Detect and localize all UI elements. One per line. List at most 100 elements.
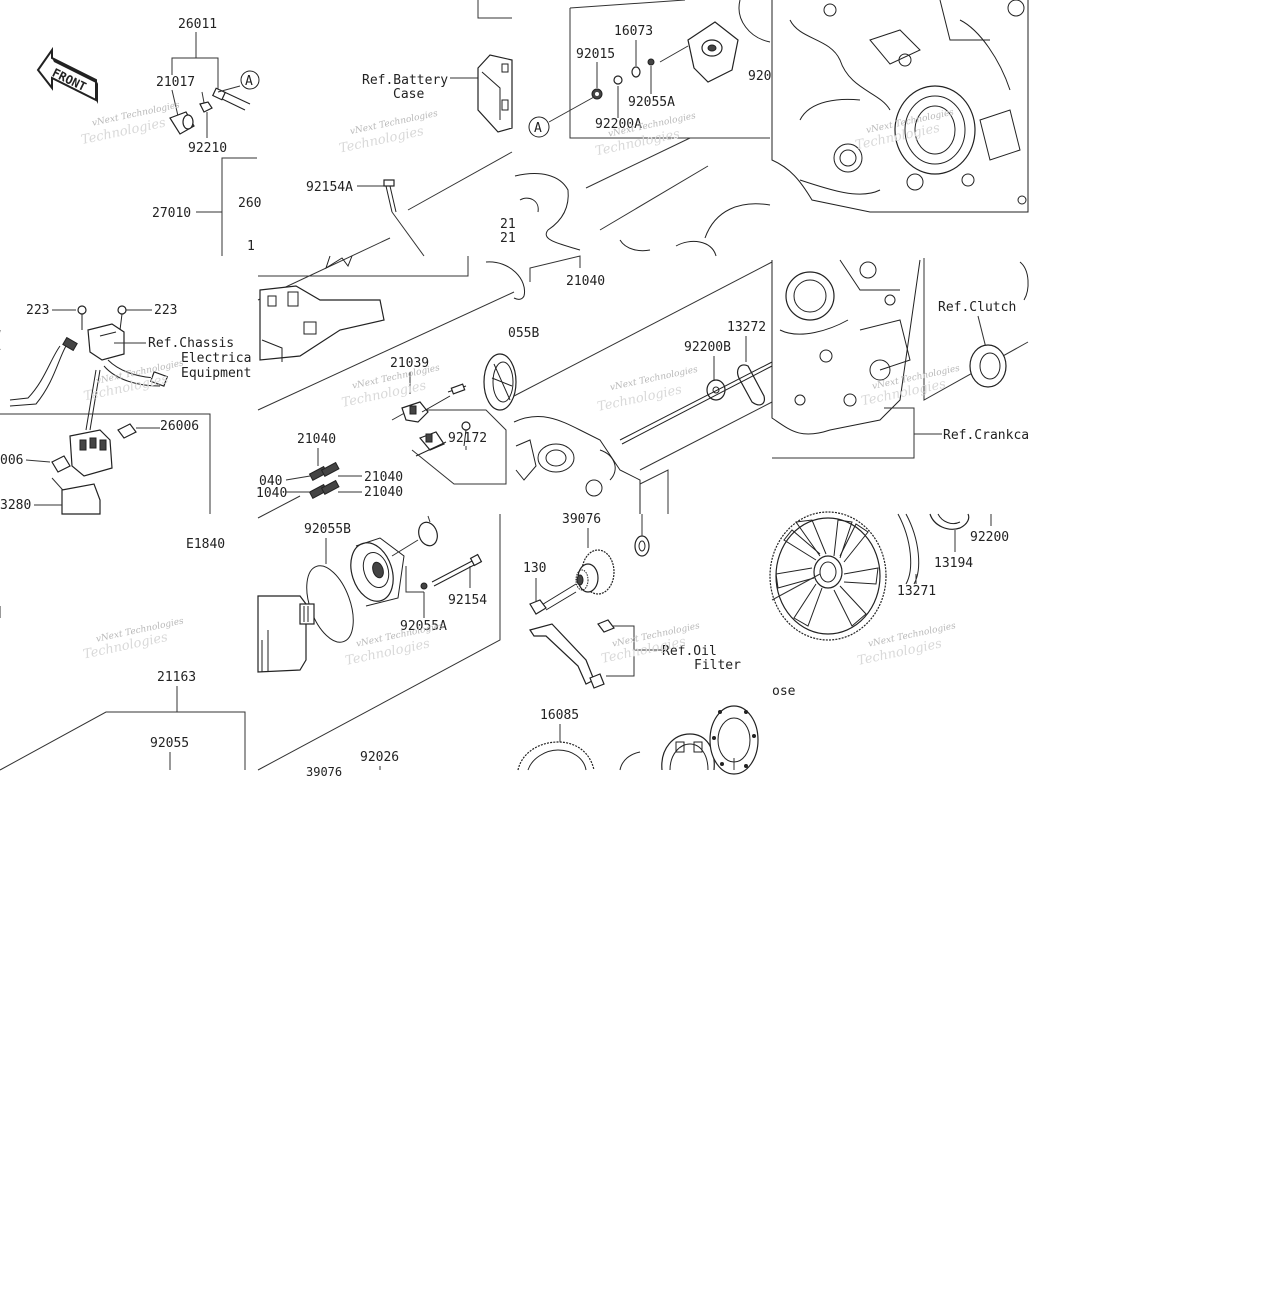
- callout-a-left-letter: A: [245, 74, 253, 89]
- ref-battery-line1: Ref.Battery: [362, 73, 448, 88]
- label-ose: ose: [772, 684, 796, 699]
- label-3280: 3280: [0, 498, 31, 513]
- ref-chassis-line1: Ref.Chassis: [148, 336, 234, 351]
- group-21163: E1840 21163 92055: [0, 537, 246, 771]
- label-92026: 92026: [360, 750, 399, 765]
- fuse-box: [69, 429, 113, 477]
- label-21163: 21163: [157, 670, 196, 685]
- label-92154: 92154: [448, 593, 487, 608]
- gear-spokes: [775, 519, 879, 627]
- label-260: 260: [238, 196, 261, 211]
- ref-oil-line1: Ref.Oil: [662, 644, 717, 659]
- label-130: 130: [523, 561, 546, 576]
- label-1040: 1040: [256, 486, 287, 501]
- label-92055B: 92055B: [304, 522, 351, 537]
- label-21040-a: 21040: [297, 432, 336, 447]
- callout-a-left: [240, 70, 260, 90]
- one-way-clutch: [661, 733, 715, 771]
- label-27010: 27010: [152, 206, 191, 221]
- label-21040-b: 21040: [364, 470, 403, 485]
- starter-relay: [87, 323, 125, 361]
- label-21017: 21017: [156, 75, 195, 90]
- ref-chassis-line3: Equipment: [181, 366, 251, 381]
- label-92154A: 92154A: [306, 180, 353, 195]
- group-26011: 26011 21017 92210 A: [156, 17, 260, 156]
- callout-a-right: [528, 116, 550, 138]
- group-idle-gear: 39076 130 Ref.Oil Filter ose: [523, 512, 796, 699]
- label-21-a: 21: [500, 217, 516, 232]
- label-21040-top: 21040: [566, 274, 605, 289]
- label-21039: 21039: [390, 356, 429, 371]
- callout-a-right-letter: A: [534, 121, 542, 136]
- ref-battery-line2: Case: [393, 87, 424, 102]
- label-16085: 16085: [540, 708, 579, 723]
- label-39076: 39076: [562, 512, 601, 527]
- label-92055A-mid: 92055A: [400, 619, 447, 634]
- label-055B: 055B: [508, 326, 539, 341]
- group-27010: 27010 260 1: [152, 157, 261, 256]
- watermark-8: Technologies vNext Technologies: [860, 364, 961, 410]
- watermark-12: Technologies vNext Technologies: [856, 621, 957, 669]
- label-26006-a: 26006: [160, 419, 199, 434]
- label-92055: 92055: [150, 736, 189, 751]
- watermark-1: Technologies vNext Technologies: [80, 100, 181, 148]
- bearing-13194: [929, 513, 970, 530]
- label-21040-c: 21040: [364, 485, 403, 500]
- ref-clutch: Ref.Clutch: [938, 300, 1016, 315]
- label-92015: 92015: [576, 47, 615, 62]
- label-39076-cut: 39076: [306, 765, 342, 779]
- nut-92210: [199, 101, 213, 113]
- end-cover: [350, 542, 394, 602]
- bolt-130: [529, 599, 547, 615]
- label-92200: 92200: [970, 530, 1009, 545]
- seal-ring: [969, 344, 1007, 388]
- watermark-2: Technologies vNext Technologies: [338, 109, 439, 157]
- label-1: 1: [247, 239, 255, 254]
- bracket: [529, 623, 595, 685]
- watermark-10: Technologies vNext Technologies: [344, 621, 445, 669]
- group-16085: 16085: [517, 705, 759, 775]
- brush-plate-housing: [259, 285, 385, 361]
- label-92055A-top: 92055A: [628, 95, 675, 110]
- label-16073: 16073: [614, 24, 653, 39]
- watermark-11: Technologies vNext Technologies: [600, 621, 701, 667]
- label-92172: 92172: [448, 431, 487, 446]
- label-223-b: 223: [154, 303, 177, 318]
- label-26011: 26011: [178, 17, 217, 32]
- group-starter-motor: 92055B 92154 92055A 92026 39076: [257, 514, 501, 779]
- crankcase-top: [771, 0, 1029, 213]
- brushes: [308, 461, 340, 499]
- group-92154A: 92154A: [306, 151, 513, 257]
- label-92200A: 92200A: [595, 117, 642, 132]
- label-13194: 13194: [934, 556, 973, 571]
- label-92210: 92210: [188, 141, 227, 156]
- gasket-plate: [709, 705, 759, 775]
- fuse-cover: [61, 483, 101, 515]
- ref-chassis-line2: Electrica: [181, 351, 251, 366]
- label-920: 920: [748, 69, 771, 84]
- label-13272: 13272: [727, 320, 766, 335]
- starter-motor-body: [257, 595, 307, 673]
- group-16073: 16073 92015 92200A 92055A A 920: [528, 0, 771, 139]
- label-21-b: 21: [500, 231, 516, 246]
- group-brush-holder: 21039 92172 21040 040 1040 21040 21040: [256, 237, 539, 519]
- label-223-a: 223: [26, 303, 49, 318]
- group-chassis: 223 223 Ref.Chassis Electrica Equipment …: [0, 303, 251, 515]
- group-clutch-ref: Ref.Clutch Ref.Crankca: [771, 258, 1029, 459]
- group-flywheel: 13271 13194 92200: [769, 511, 1009, 641]
- battery-case-ref: Ref.Battery Case: [362, 0, 513, 133]
- ref-oil-line2: Filter: [694, 658, 741, 673]
- circlip-13272: [736, 364, 765, 406]
- o-ring-small: [418, 521, 438, 547]
- ref-crankcase: Ref.Crankca: [943, 428, 1029, 443]
- front-arrow-icon: FRONT: [36, 46, 98, 104]
- label-13271: 13271: [897, 584, 936, 599]
- label-040: 040: [259, 474, 282, 489]
- watermark-9: Technologies vNext Technologies: [82, 616, 185, 662]
- watermark-5: Technologies vNext Technologies: [82, 358, 185, 404]
- label-006: 006: [0, 453, 23, 468]
- cover-outline: 21 21: [500, 137, 771, 257]
- label-92200B: 92200B: [684, 340, 731, 355]
